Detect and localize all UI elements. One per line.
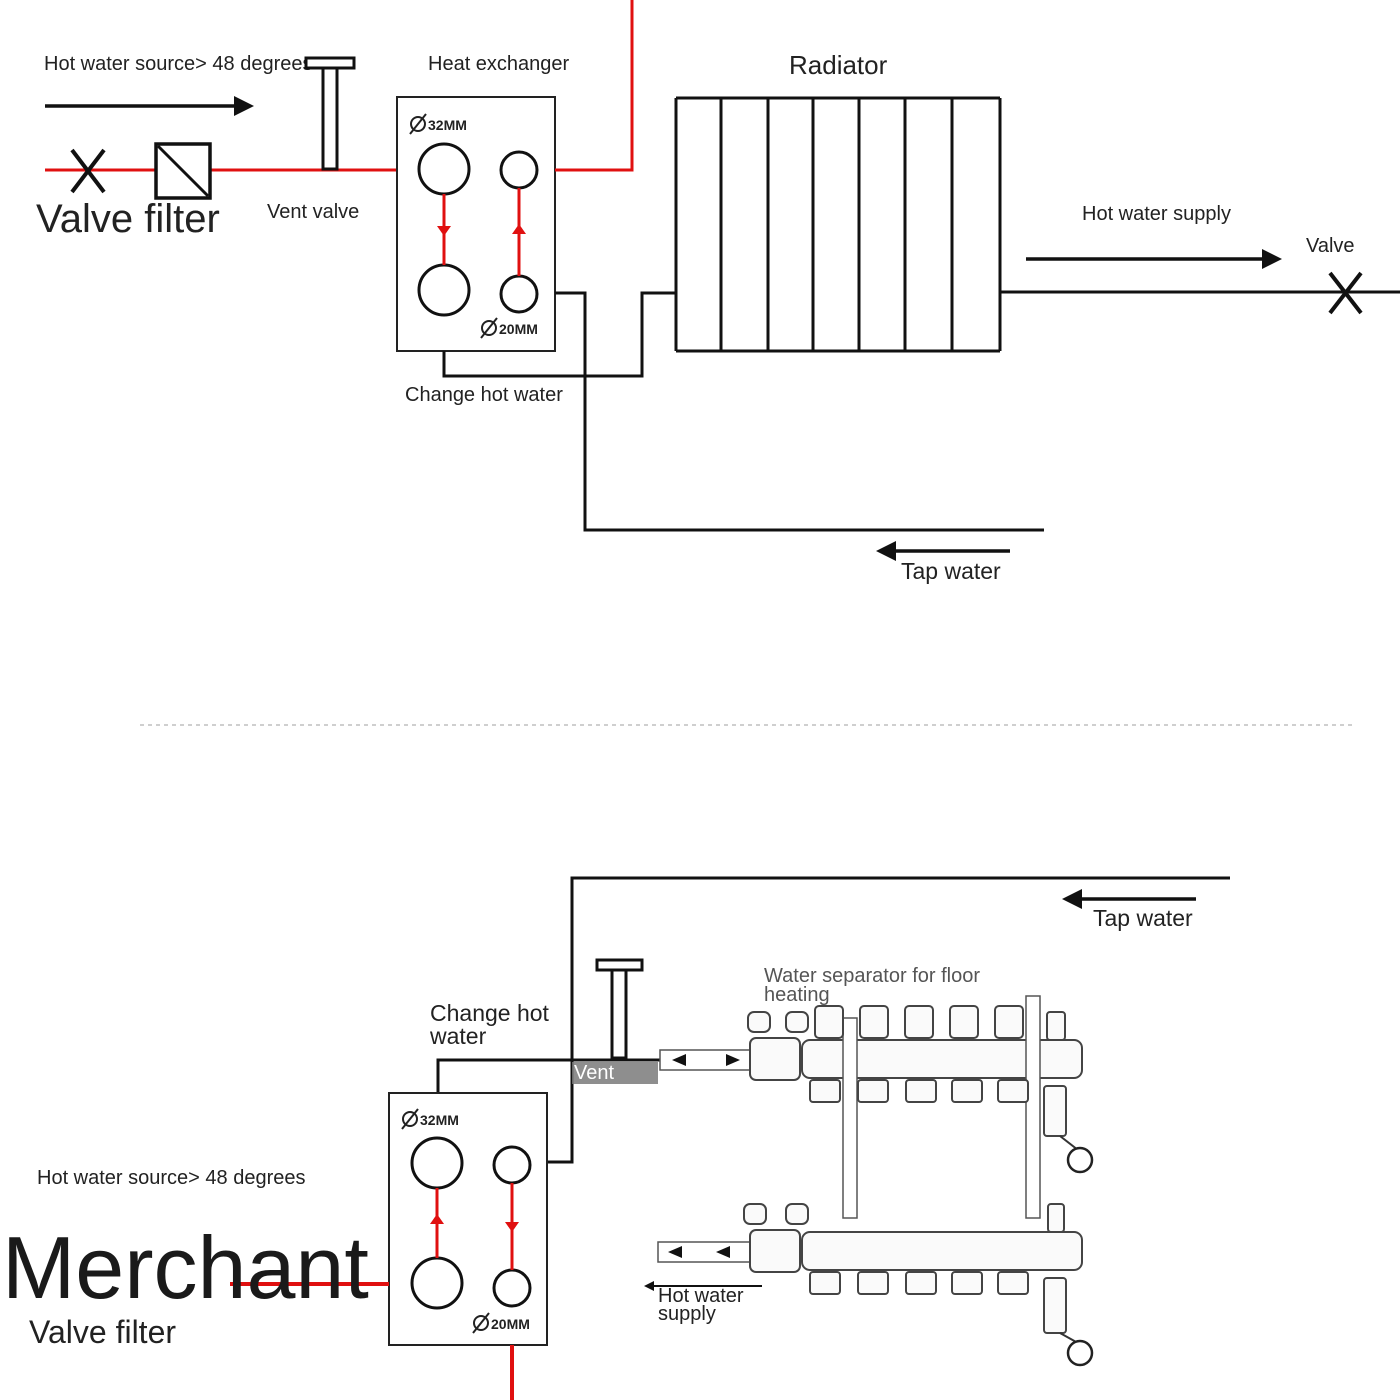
bottom-heat-exchanger: 32MM 20MM (388, 1092, 548, 1346)
bottom-diagram: Tap water Change hot water Vent 32MM 20M… (2, 876, 1230, 1400)
top-heat-exchanger-label: Heat exchanger (428, 53, 570, 75)
top-diameter-20-icon (480, 317, 498, 339)
bottom-hot-supply-label-line1: Hot water (658, 1285, 744, 1307)
top-diameter-32-icon (409, 113, 427, 135)
water-separator-label-line2: heating (764, 984, 830, 1006)
manifold-inlet-arrow-icon-2 (726, 1054, 740, 1066)
bottom-hot-source-label: Hot water source> 48 degrees (37, 1167, 306, 1189)
top-tap-water-pipe (555, 291, 1044, 532)
bottom-valve-filter-label: Valve filter (29, 1314, 176, 1350)
bottom-tap-water-pipe (548, 876, 1230, 1164)
top-tap-water-label: Tap water (901, 558, 1001, 584)
bottom-vent-valve-icon (595, 958, 644, 1060)
top-change-hot-water-pipe (442, 291, 676, 378)
bottom-tap-water-arrow-icon (1062, 889, 1196, 909)
top-flow-up-arrow-icon (512, 224, 526, 234)
bottom-tap-water-label: Tap water (1093, 905, 1193, 931)
floor-heating-manifold (657, 995, 1094, 1367)
top-valve-icon (70, 148, 106, 194)
water-separator-label-line1: Water separator for floor (764, 965, 980, 987)
top-filter-icon (154, 142, 212, 200)
top-hot-outlet-pipe (555, 0, 634, 172)
top-hot-supply-label: Hot water supply (1082, 203, 1231, 225)
top-flow-down-arrow-icon (437, 226, 451, 236)
bottom-hot-supply-arrow-icon (644, 1281, 762, 1291)
bottom-flow-up-arrow-icon (430, 1214, 444, 1224)
bottom-diameter-20-icon (472, 1312, 490, 1334)
top-diagram: Hot water source> 48 degrees Valve filte… (36, 0, 1400, 584)
top-tap-water-arrow-icon (876, 541, 1010, 561)
bottom-change-hot-water-pipe (436, 1058, 665, 1092)
manifold-inlet-arrow-icon (672, 1054, 686, 1066)
bottom-diameter-32-icon (401, 1108, 419, 1130)
bottom-pipe-20-label: 20MM (491, 1316, 530, 1332)
top-vent-valve-label: Vent valve (267, 201, 359, 223)
bottom-change-hot-label-line1: Change hot (430, 1000, 550, 1026)
top-heat-exchanger: 32MM 20MM (396, 96, 556, 352)
top-pipe-20-label: 20MM (499, 321, 538, 337)
merchant-watermark: Merchant (2, 1218, 369, 1317)
top-valve-label: Valve (1306, 235, 1355, 257)
top-change-hot-water-label: Change hot water (405, 384, 563, 406)
top-hot-source-label: Hot water source> 48 degrees (44, 53, 313, 75)
bottom-flow-down-arrow-icon (505, 1222, 519, 1232)
manifold-outlet-arrow-icon-2 (716, 1246, 730, 1258)
top-pipe-32-label: 32MM (428, 117, 467, 133)
top-radiator-label: Radiator (789, 50, 888, 80)
manifold-outlet-arrow-icon (668, 1246, 682, 1258)
top-hot-source-arrow-icon (45, 96, 254, 116)
top-supply-valve-icon (1328, 271, 1363, 315)
top-hot-supply-arrow-icon (1026, 249, 1282, 269)
bottom-change-hot-label-line2: water (429, 1023, 487, 1049)
top-radiator (674, 96, 1002, 353)
top-valve-filter-label: Valve filter (36, 197, 220, 241)
bottom-pipe-32-label: 32MM (420, 1112, 459, 1128)
bottom-vent-label: Vent (574, 1062, 614, 1084)
bottom-vent-label-bg (572, 1062, 658, 1084)
bottom-hot-supply-label-line2: supply (658, 1303, 716, 1325)
top-vent-valve-icon (304, 56, 356, 171)
